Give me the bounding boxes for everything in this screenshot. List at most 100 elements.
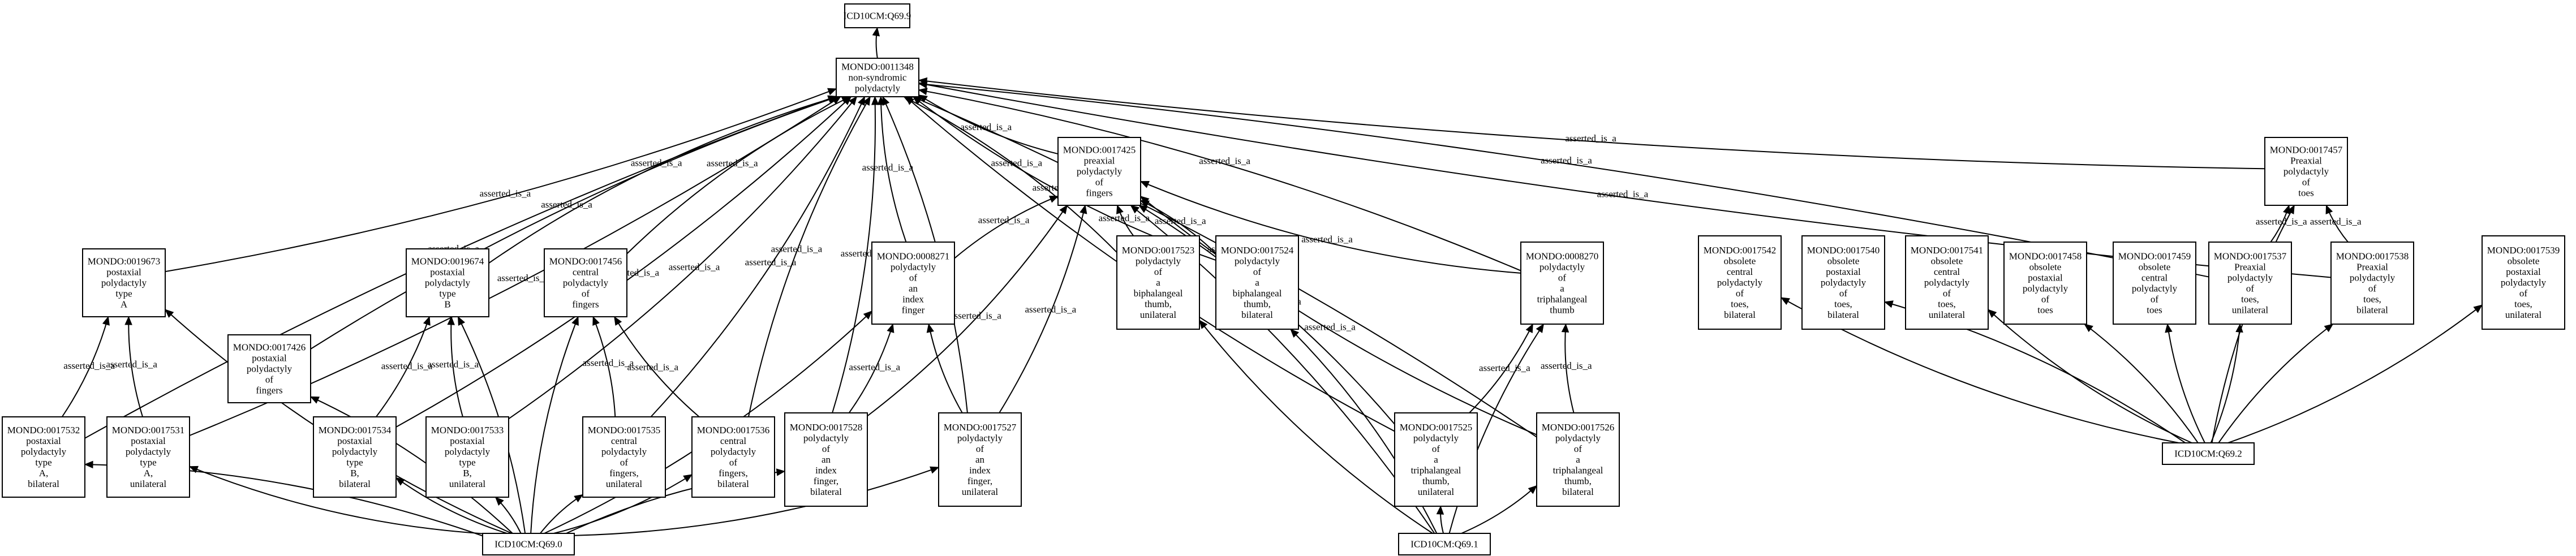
- node-box[interactable]: [1398, 533, 1491, 555]
- node-label-line: bilateral: [717, 479, 749, 489]
- node-mondo-0017523[interactable]: MONDO:0017523polydactylyofabiphalangealt…: [1116, 235, 1200, 330]
- node-box[interactable]: [227, 334, 311, 403]
- node-box[interactable]: [871, 242, 955, 325]
- node-mondo-0017541[interactable]: MONDO:0017541obsoletecentralpolydactylyo…: [1905, 235, 1989, 330]
- arrowhead-icon: [2165, 323, 2173, 333]
- arrowhead-icon: [871, 96, 879, 105]
- node-icd-q699[interactable]: ICD10CM:Q69.9: [844, 3, 911, 28]
- node-box[interactable]: [425, 416, 509, 498]
- node-box[interactable]: [1536, 412, 1620, 507]
- node-box[interactable]: [106, 416, 190, 498]
- node-mondo-0017540[interactable]: MONDO:0017540obsoletepostaxialpolydactyl…: [1801, 235, 1885, 330]
- edge-icd-q690-to-mondo-0017531: [188, 466, 483, 535]
- node-box[interactable]: [1057, 137, 1141, 206]
- node-label-line: type: [459, 457, 475, 468]
- node-box[interactable]: [2264, 137, 2348, 206]
- node-label-line: polydactyly: [1924, 277, 1970, 288]
- arrowhead-icon: [2324, 324, 2334, 333]
- node-box[interactable]: [836, 58, 919, 97]
- node-mondo-0017526[interactable]: MONDO:0017526polydactylyofatriphalangeal…: [1536, 412, 1620, 507]
- node-box[interactable]: [2482, 235, 2565, 330]
- node-label-line: B,: [463, 468, 472, 479]
- node-id-label: MONDO:0017425: [1063, 144, 1136, 155]
- node-mondo-0017528[interactable]: MONDO:0017528polydactylyofanindexfinger,…: [784, 412, 868, 507]
- node-label-line: polydactyly: [425, 277, 471, 288]
- node-icd-q690[interactable]: ICD10CM:Q69.0: [482, 533, 575, 555]
- node-mondo-0017535[interactable]: MONDO:0017535centralpolydactylyoffingers…: [582, 416, 666, 498]
- edge-line: [1461, 485, 1537, 534]
- node-label-line: toes,: [2241, 294, 2259, 304]
- node-box[interactable]: [406, 248, 489, 317]
- node-id-label: MONDO:0017533: [431, 425, 504, 436]
- node-box[interactable]: [1520, 242, 1604, 325]
- node-box[interactable]: [544, 248, 627, 317]
- node-label-line: preaxial: [1084, 155, 1115, 166]
- node-mondo-0017542[interactable]: MONDO:0017542obsoletecentralpolydactylyo…: [1698, 235, 1782, 330]
- edge-line: [748, 96, 871, 417]
- node-mondo-0017534[interactable]: MONDO:0017534postaxialpolydactylytypeB,b…: [313, 416, 397, 498]
- node-icd-q692[interactable]: ICD10CM:Q69.2: [2162, 442, 2255, 465]
- node-label-line: thumb,: [1422, 476, 1450, 486]
- node-mondo-0017426[interactable]: MONDO:0017426postaxialpolydactylyoffinge…: [227, 334, 311, 403]
- node-box[interactable]: [2003, 242, 2087, 325]
- node-mondo-0017532[interactable]: MONDO:0017532postaxialpolydactylytypeA,b…: [2, 416, 85, 498]
- node-box[interactable]: [2162, 442, 2255, 465]
- arrowhead-icon: [1561, 323, 1569, 333]
- node-mondo-0017524[interactable]: MONDO:0017524polydactylyofabiphalangealt…: [1215, 235, 1299, 330]
- edge-label: asserted_is_a: [106, 359, 157, 369]
- node-label-line: of: [2246, 283, 2255, 294]
- node-box[interactable]: [1116, 235, 1200, 330]
- node-box[interactable]: [2330, 242, 2414, 325]
- node-icd-q691[interactable]: ICD10CM:Q69.1: [1398, 533, 1491, 555]
- node-box[interactable]: [1698, 235, 1782, 330]
- node-label-line: of: [2519, 288, 2528, 299]
- node-box[interactable]: [582, 416, 666, 498]
- node-mondo-0017525[interactable]: MONDO:0017525polydactylyofatriphalangeal…: [1394, 412, 1478, 507]
- edge-label: asserted_is_a: [583, 357, 634, 368]
- edge-line: [918, 79, 2265, 170]
- edge-line: [508, 96, 858, 420]
- node-mondo-0017458[interactable]: MONDO:0017458obsoletepostaxialpolydactyl…: [2003, 242, 2087, 325]
- node-box[interactable]: [1905, 235, 1989, 330]
- node-mondo-0017459[interactable]: MONDO:0017459obsoletecentralpolydactylyo…: [2113, 242, 2196, 325]
- node-box[interactable]: [2208, 242, 2292, 325]
- node-mondo-0017538[interactable]: MONDO:0017538Preaxialpolydactylyoftoes,b…: [2330, 242, 2414, 325]
- node-box[interactable]: [1801, 235, 1885, 330]
- node-mondo-0017533[interactable]: MONDO:0017533postaxialpolydactylytypeB,u…: [425, 416, 509, 498]
- arrowhead-icon: [571, 316, 579, 326]
- node-mondo-0008270[interactable]: MONDO:0008270polydactylyofatriphalangeal…: [1520, 242, 1604, 325]
- node-box[interactable]: [784, 412, 868, 507]
- node-mondo-0017537[interactable]: MONDO:0017537Preaxialpolydactylyoftoes,u…: [2208, 242, 2292, 325]
- node-box[interactable]: [2, 416, 85, 498]
- node-mondo-0017531[interactable]: MONDO:0017531postaxialpolydactylytypeA,u…: [106, 416, 190, 498]
- node-label-line: type: [346, 457, 363, 468]
- node-box[interactable]: [938, 412, 1022, 507]
- edge-line: [1140, 180, 1521, 274]
- node-mondo-0017425[interactable]: MONDO:0017425preaxialpolydactylyoffinger…: [1057, 137, 1141, 206]
- node-box[interactable]: [82, 248, 166, 317]
- node-label-line: bilateral: [2356, 304, 2388, 315]
- node-box[interactable]: [1394, 412, 1478, 507]
- node-label-line: of: [1943, 288, 1951, 299]
- node-id-label: ICD10CM:Q69.1: [1410, 538, 1478, 549]
- node-label-line: postaxial: [1826, 266, 1861, 277]
- node-box[interactable]: [2113, 242, 2196, 325]
- node-box[interactable]: [1215, 235, 1299, 330]
- node-id-label: MONDO:0017459: [2118, 251, 2191, 261]
- node-mondo-0017536[interactable]: MONDO:0017536centralpolydactylyoffingers…: [691, 416, 775, 498]
- node-mondo-0017527[interactable]: MONDO:0017527polydactylyofanindexfinger,…: [938, 412, 1022, 507]
- arrowhead-icon: [1528, 485, 1537, 494]
- node-mondo-0017539[interactable]: MONDO:0017539obsoletepostaxialpolydactyl…: [2482, 235, 2565, 330]
- node-box[interactable]: [691, 416, 775, 498]
- edge-mondo-0017528-to-mondo-0017425: asserted_is_a: [867, 204, 1068, 417]
- node-box[interactable]: [482, 533, 575, 555]
- node-label-line: polydactyly: [803, 433, 849, 443]
- node-box[interactable]: [844, 3, 910, 28]
- node-box[interactable]: [313, 416, 397, 498]
